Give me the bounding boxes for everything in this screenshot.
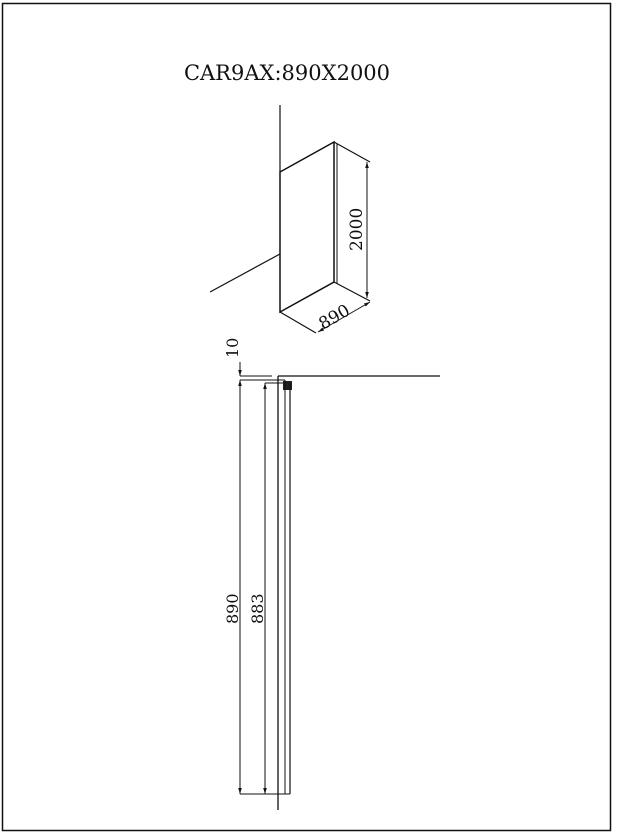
isometric-view: 2000 890 xyxy=(209,105,371,335)
overall-dimension-label: 890 xyxy=(223,593,242,624)
gap-dimension-label: 10 xyxy=(223,338,242,358)
drawing-title: CAR9AX:890X2000 xyxy=(184,61,390,85)
height-dimension-label: 2000 xyxy=(347,208,367,251)
plan-view: 10 890 883 xyxy=(223,338,440,810)
width-dimension-label: 890 xyxy=(316,301,354,335)
inner-dimension-label: 883 xyxy=(248,593,267,624)
